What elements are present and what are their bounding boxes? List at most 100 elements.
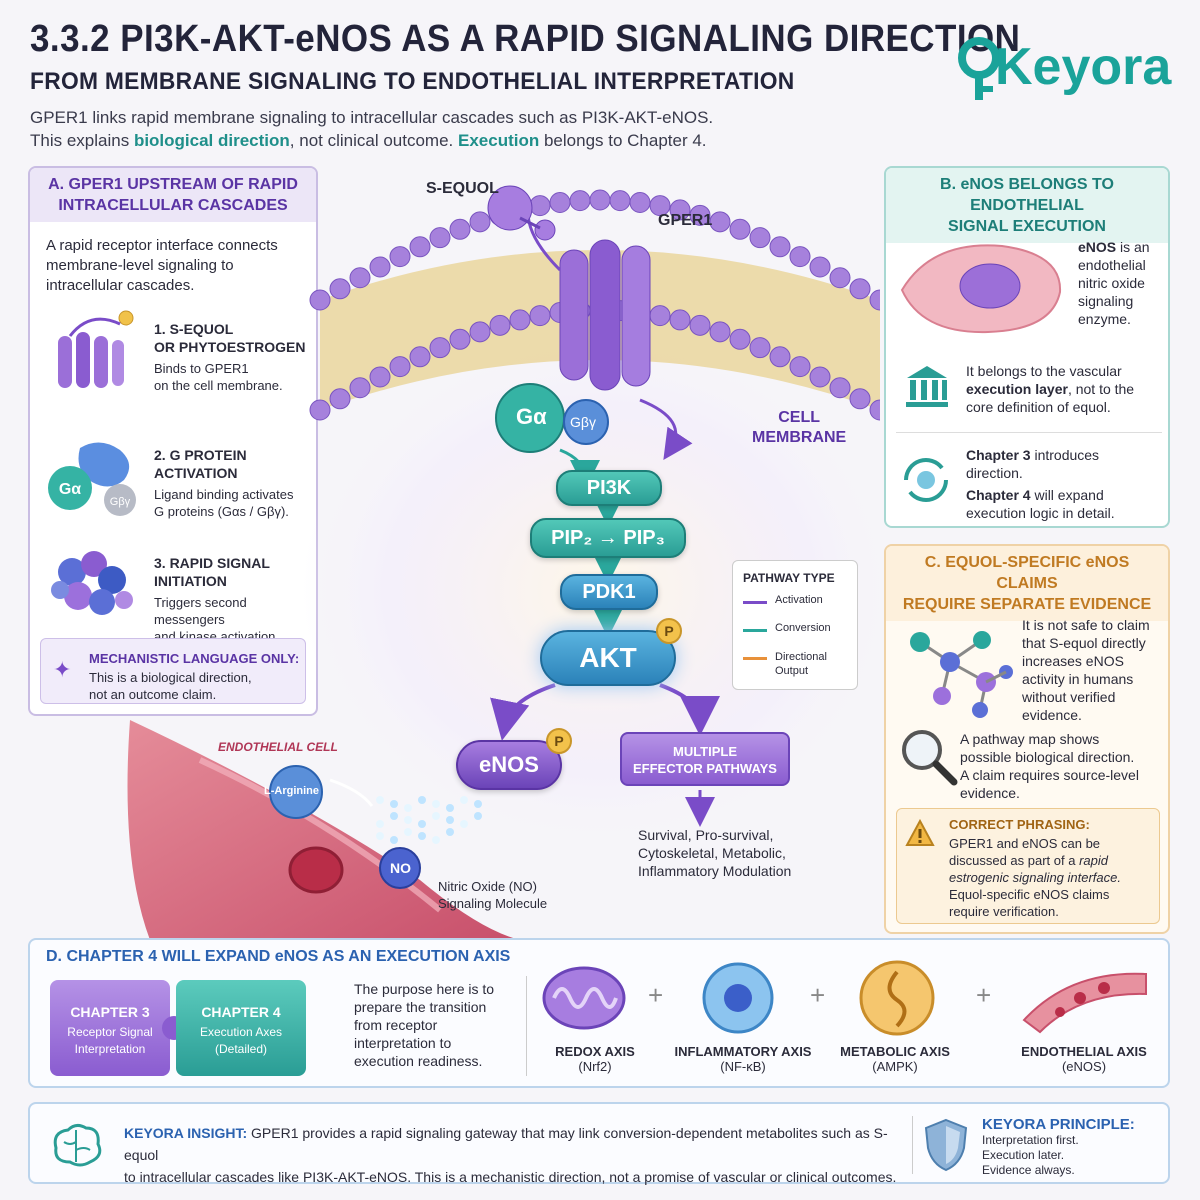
membrane-head [389, 356, 411, 378]
intro-line-1: GPER1 links rapid membrane signaling to … [30, 108, 714, 127]
membrane-head [469, 211, 491, 233]
exec-bold: execution layer [966, 381, 1068, 397]
claim-warning: It is not safe to claim that S-equol dir… [1022, 616, 1150, 724]
insight-line: KEYORA INSIGHT: GPER1 provides a rapid s… [124, 1122, 904, 1166]
step-3-desc: Triggers second messengers and kinase ac… [154, 594, 316, 645]
gper1-receptor [526, 199, 651, 391]
legend-activation-swatch [743, 601, 767, 604]
phrasing-line: discussed as part of a rapid [949, 852, 1121, 869]
def-line: endothelial [1078, 257, 1146, 273]
def-line: enzyme. [1078, 311, 1131, 327]
pdk1-node: PDK1 [560, 574, 658, 610]
ch3-desc: Interpretation [74, 1042, 146, 1056]
membrane-head [449, 328, 471, 350]
no-particle [446, 828, 454, 836]
axis-redox: REDOX AXIS (Nrf2) [530, 1044, 660, 1074]
no-particle [404, 828, 412, 836]
label-line: MEMBRANE [752, 429, 847, 446]
metabolic-icon [859, 960, 935, 1036]
ch4-title: CHAPTER 4 [201, 1004, 281, 1020]
claim-line: without verified [1022, 689, 1116, 705]
molecule-cluster-icon [51, 551, 133, 615]
insight-line: to intracellular cascades like PI3K-AKT-… [124, 1169, 897, 1185]
intro-highlight: biological direction [133, 131, 290, 150]
membrane-head [429, 227, 451, 249]
membrane-head [729, 218, 751, 240]
purpose-line: interpretation to [354, 1035, 452, 1051]
receptor-icon [58, 310, 134, 388]
phrasing-line: require verification. [949, 904, 1059, 919]
panel-a-heading: A. GPER1 UPSTREAM OF RAPID INTRACELLULAR… [30, 168, 316, 222]
heading-line: C. EQUOL-SPECIFIC eNOS CLAIMS [924, 554, 1130, 592]
membrane-head [829, 377, 851, 399]
step-1-desc: Binds to GPER1 on the cell membrane. [154, 360, 283, 394]
membrane-head [369, 256, 391, 278]
no-particle [418, 832, 426, 840]
panel-d: D. CHAPTER 4 WILL EXPAND eNOS AS AN EXEC… [28, 938, 1170, 1088]
membrane-head [329, 278, 351, 300]
effects-line: Inflammatory Modulation [638, 863, 792, 879]
title-line: INITIATION [154, 573, 227, 589]
immune-cell-icon [702, 962, 774, 1034]
plus-sign: + [810, 980, 826, 1010]
chapter-roles: Chapter 3 introduces direction. Chapter … [966, 446, 1115, 522]
cell-membrane-label: CELL MEMBRANE [752, 408, 846, 448]
no-particle [376, 820, 384, 828]
membrane-head [609, 190, 631, 212]
execution-layer-text: It belongs to the vascular execution lay… [966, 362, 1134, 416]
no-molecule [379, 847, 421, 889]
membrane-head [349, 377, 371, 399]
membrane-head [709, 321, 731, 343]
intro-line-2: This explains biological direction, not … [30, 129, 850, 152]
no-particle [418, 820, 426, 828]
claim-line: increases eNOS [1022, 653, 1124, 669]
claim-line: activity in humans [1022, 671, 1134, 687]
gper1-label: GPER1 [658, 212, 713, 229]
heading-line: SIGNAL EXECUTION [948, 218, 1106, 235]
enos-node: eNOS [456, 740, 562, 790]
panel-b: B. eNOS BELONGS TO ENDOTHELIAL SIGNAL EX… [884, 166, 1170, 528]
membrane-head [589, 189, 611, 211]
title-line: 2. G PROTEIN [154, 447, 247, 463]
brain-icon [53, 1123, 102, 1167]
chapter-3-puzzle: CHAPTER 3 Receptor Signal Interpretation [50, 980, 170, 1076]
pathway-legend: PATHWAY TYPE Activation Conversion Direc… [732, 560, 858, 690]
s-equol-label: S-EQUOL [426, 180, 499, 197]
heading-line: REQUIRE SEPARATE EVIDENCE [902, 596, 1152, 613]
axis-metabolic: METABOLIC AXIS (AMPK) [830, 1044, 960, 1074]
membrane-head [649, 305, 671, 327]
shield-icon [924, 1118, 968, 1172]
no-particle [432, 812, 440, 820]
pi3k-node: PI3K [556, 470, 662, 506]
membrane-head [669, 199, 691, 221]
effector-pathways-box: MULTIPLE EFFECTOR PATHWAYS [620, 732, 790, 786]
intro-text: GPER1 links rapid membrane signaling to … [30, 106, 850, 152]
membrane-head [309, 399, 331, 421]
intro-seg: , not clinical outcome. [289, 131, 458, 150]
signaling-diagram [127, 185, 880, 940]
claim-line: that S-equol directly [1022, 635, 1146, 651]
membrane-head [509, 309, 531, 331]
cycle-icon [904, 458, 948, 502]
heading-line: A. GPER1 UPSTREAM OF RAPID [48, 176, 298, 193]
footer-panel: KEYORA INSIGHT: GPER1 provides a rapid s… [28, 1102, 1170, 1185]
legend-output-swatch [743, 657, 767, 660]
step-2-title: 2. G PROTEIN ACTIVATION [154, 446, 247, 482]
membrane-head [549, 192, 571, 214]
membrane-head [569, 190, 591, 212]
phrasing-text: GPER1 and eNOS can be discussed as part … [949, 835, 1121, 920]
g-protein-icon: Gα Gβγ [48, 442, 136, 516]
ch3-bold: Chapter 3 [966, 447, 1031, 463]
label-line: CELL [778, 409, 820, 426]
claim-line: It is not safe to claim [1022, 617, 1150, 633]
ch3-line: direction. [966, 465, 1023, 481]
heading-line: INTRACELLULAR CASCADES [58, 197, 288, 214]
def-bold: eNOS [1078, 239, 1117, 255]
ch4-bold: Chapter 4 [966, 487, 1031, 503]
molecule-icon [910, 631, 1013, 718]
title-line: ACTIVATION [154, 465, 238, 481]
membrane-head [789, 356, 811, 378]
legend-activation: Activation [775, 594, 823, 606]
no-particle [446, 804, 454, 812]
ga-label: Gα [516, 404, 547, 429]
